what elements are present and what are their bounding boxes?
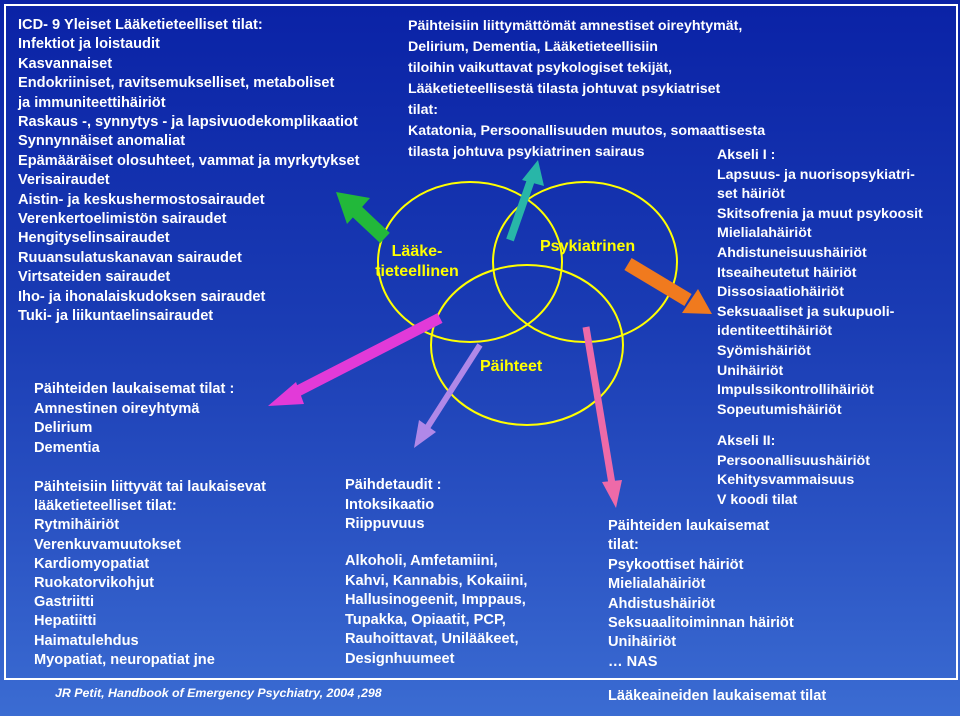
arrow-orange — [624, 257, 712, 314]
text-line: tilat: — [408, 102, 438, 118]
text-line: Syömishäiriöt — [717, 342, 811, 359]
text-line: Mielialahäiriöt — [608, 576, 706, 593]
arrow-pink — [582, 326, 622, 508]
text-line: Lapsuus- ja nuorisopsykiatri- — [717, 166, 915, 183]
text-line: ICD- 9 Yleiset Lääketieteelliset tilat: — [18, 17, 263, 33]
text-line: Intoksikaatio — [345, 496, 435, 513]
text-line: Päihteisiin liittymättömät amnestiset oi… — [408, 18, 743, 34]
text-line: Kardiomyopatiat — [34, 555, 150, 572]
text-line: Riippuvuus — [345, 516, 425, 532]
text-line: Ruokatorvikohjut — [34, 575, 154, 592]
text-line: Designhuumeet — [345, 650, 455, 667]
text-line: tiloihin vaikuttavat psykologiset tekijä… — [408, 60, 673, 76]
panel-substance-medical: Päihteisiin liittyvät tai laukaisevat lä… — [34, 478, 266, 670]
text-line: Päihdetaudit : — [345, 477, 442, 493]
text-line: lääketieteelliset tilat: — [34, 498, 177, 515]
circle-medical — [377, 181, 563, 343]
text-line: Hepatiitti — [34, 613, 97, 630]
text-line: Unihäiriöt — [608, 634, 677, 651]
arrow-magenta — [268, 313, 443, 406]
panel-substance-disorders: Päihdetaudit : Intoksikaatio Riippuvuus — [345, 476, 441, 535]
text-line: Epämääräiset olosuhteet, vammat ja myrky… — [18, 152, 360, 169]
text-line: Iho- ja ihonalaiskudoksen sairaudet — [18, 288, 266, 305]
text-line: Ruuansulatuskanavan sairaudet — [18, 249, 242, 266]
frame-border — [4, 4, 958, 680]
text-line: Unihäiriöt — [717, 362, 784, 379]
panel-substance-induced: Päihteiden laukaisemat tilat : Amnestine… — [34, 380, 234, 459]
text-line: Rauhoittavat, Unilääkeet, — [345, 631, 519, 647]
panel-substance-list: Alkoholi, Amfetamiini, Kahvi, Kannabis, … — [345, 552, 527, 669]
label-medical: Lääke- tieteellinen — [362, 242, 472, 282]
label-medical-line1: Lääke- — [391, 243, 443, 260]
text-line: Tupakka, Opiaatit, PCP, — [345, 611, 506, 628]
text-line: Kasvannaiset — [18, 55, 113, 72]
text-line: Infektiot ja loistaudit — [18, 36, 160, 53]
label-psychiatric: Psykiatrinen — [540, 238, 636, 255]
text-line: Delirium, Dementia, Lääketieteellisiin — [408, 39, 658, 55]
text-line: Dissosiaatiohäiriöt — [717, 284, 844, 301]
panel-icd9-conditions: ICD- 9 Yleiset Lääketieteelliset tilat: … — [18, 16, 360, 327]
text-line: Ahdistuneisuushäiriöt — [717, 244, 867, 261]
text-line: Lääketieteellisestä tilasta johtuvat psy… — [408, 81, 721, 97]
text-line: Katatonia, Persoonallisuuden muutos, som… — [408, 123, 766, 139]
text-line: Persoonallisuushäiriöt — [717, 452, 870, 469]
text-line: Mielialahäiriöt — [717, 225, 812, 242]
text-line: Hallusinogeenit, Imppaus, — [345, 592, 526, 608]
footer-drug-induced: Lääkeaineiden laukaisemat tilat — [608, 688, 827, 704]
panel-axis-2: Akseli II: Persoonallisuushäiriöt Kehity… — [717, 432, 870, 510]
text-line: Verenkertoelimistön sairaudet — [18, 211, 227, 228]
text-line: Tuki- ja liikuntaelinsairaudet — [18, 308, 214, 325]
text-line: tilasta johtuva psykiatrinen sairaus — [408, 144, 645, 160]
text-line: Itseaiheutetut häiriöt — [717, 264, 857, 281]
text-line: Rytmihäiriöt — [34, 517, 120, 534]
circle-substances — [430, 264, 624, 426]
label-substances: Päihteet — [480, 358, 543, 375]
arrow-green — [336, 192, 390, 244]
text-line: Amnestinen oireyhtymä — [34, 400, 200, 417]
text-line: tilat: — [608, 537, 639, 554]
panel-non-substance: Päihteisiin liittymättömät amnestiset oi… — [408, 16, 765, 163]
text-line: Hengityselinsairaudet — [18, 230, 170, 247]
text-line: Päihteiden laukaisemat tilat : — [34, 381, 235, 397]
text-line: Virtsateiden sairaudet — [18, 269, 171, 286]
text-line: Päihteisiin liittyvät tai laukaisevat — [34, 479, 266, 495]
text-line: Skitsofrenia ja muut psykoosit — [717, 205, 923, 222]
text-line: ja immuniteettihäiriöt — [18, 94, 166, 111]
arrow-purple — [414, 343, 483, 448]
text-line: Kahvi, Kannabis, Kokaiini, — [345, 572, 528, 589]
panel-substance-induced-psych: Päihteiden laukaisemat tilat: Psykoottis… — [608, 517, 794, 672]
text-line: Psykoottiset häiriöt — [608, 556, 744, 573]
text-line: Verisairaudet — [18, 172, 110, 189]
text-line: Verenkuvamuutokset — [34, 536, 181, 553]
arrow-teal — [506, 160, 544, 242]
text-line: Aistin- ja keskushermostosairaudet — [18, 191, 265, 208]
text-line: Sopeutumishäiriöt — [717, 401, 842, 418]
text-line: V koodi tilat — [717, 491, 798, 508]
text-line: Myopatiat, neuropatiat jne — [34, 651, 215, 668]
label-medical-line2: tieteellinen — [375, 263, 459, 280]
text-line: Raskaus -, synnytys - ja lapsivuodekompl… — [18, 114, 358, 131]
text-line: Impulssikontrollihäiriöt — [717, 382, 874, 399]
text-line: Seksuaalitoiminnan häiriöt — [608, 615, 794, 632]
text-line: Päihteiden laukaisemat — [608, 518, 770, 534]
text-line: Delirium — [34, 420, 93, 437]
text-line: … NAS — [608, 653, 658, 670]
text-line: Dementia — [34, 440, 100, 457]
text-line: Synnynnäiset anomaliat — [18, 133, 186, 150]
text-line: Alkoholi, Amfetamiini, — [345, 553, 498, 569]
text-line: Gastriitti — [34, 594, 95, 611]
text-line: Endokriiniset, ravitsemukselliset, metab… — [18, 75, 335, 92]
citation: JR Petit, Handbook of Emergency Psychiat… — [55, 686, 382, 700]
text-line: Akseli II: — [717, 433, 776, 449]
panel-axis-1: Akseli I : Lapsuus- ja nuorisopsykiatri-… — [717, 146, 923, 420]
text-line: set häiriöt — [717, 186, 785, 203]
text-line: Ahdistushäiriöt — [608, 595, 716, 612]
text-line: Akseli I : — [717, 147, 776, 163]
text-line: Kehitysvammaisuus — [717, 472, 855, 489]
text-line: identiteettihäiriöt — [717, 323, 833, 340]
text-line: Seksuaaliset ja sukupuoli- — [717, 303, 895, 320]
text-line: Haimatulehdus — [34, 632, 139, 649]
